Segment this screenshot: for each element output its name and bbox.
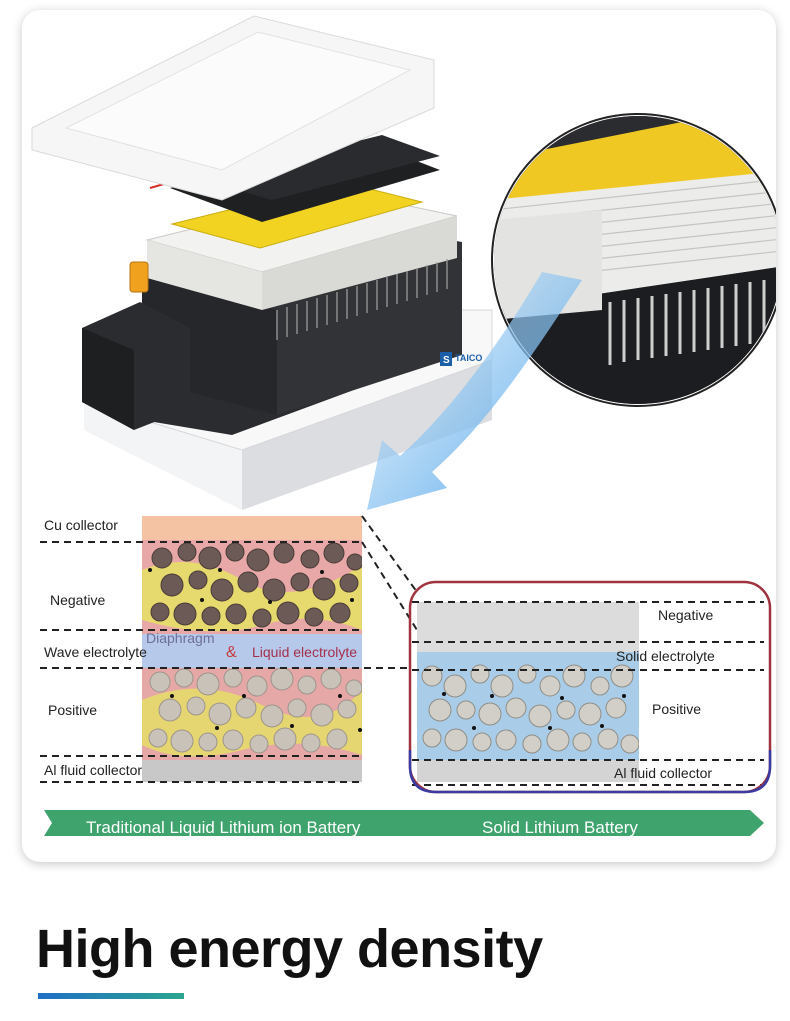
label-liquid-electrolyte: Liquid electrolyte	[252, 644, 358, 660]
label-traditional-negative: Negative	[50, 592, 106, 608]
traditional-cross-section	[142, 516, 362, 782]
solid-guide-lines	[412, 601, 764, 786]
logo-text: TAICO	[455, 353, 483, 363]
label-traditional-positive: Positive	[48, 702, 98, 718]
diagram-card: S	[22, 10, 776, 862]
label-diaphragm: Diaphragm	[146, 630, 215, 646]
zoom-detail-circle	[491, 113, 776, 407]
battery-module-illustration	[31, 15, 493, 510]
label-solid-negative: Negative	[658, 607, 714, 623]
comparison-banner	[44, 810, 764, 836]
banner-traditional: Traditional Liquid Lithium ion Battery	[86, 818, 361, 837]
banner-solid: Solid Lithium Battery	[482, 818, 638, 837]
traditional-guide-lines	[40, 515, 418, 783]
label-wave-electrolyte: Wave electrolyte	[44, 644, 147, 660]
page-headline: High energy density	[36, 919, 543, 979]
label-solid-al-collector: Al fluid collector	[614, 765, 713, 781]
svg-text:S: S	[443, 355, 450, 366]
label-traditional-al-collector: Al fluid collector	[44, 762, 143, 778]
zoom-arrow	[367, 272, 582, 510]
label-ampersand: &	[226, 644, 237, 661]
solid-cross-section	[417, 602, 639, 782]
label-cu-collector: Cu collector	[44, 517, 118, 533]
label-solid-positive: Positive	[652, 701, 702, 717]
headline-underline	[38, 993, 184, 999]
label-solid-electrolyte: Solid electrolyte	[616, 648, 715, 664]
taico-logo: S	[440, 352, 452, 366]
battery-illustration: S	[31, 15, 776, 836]
